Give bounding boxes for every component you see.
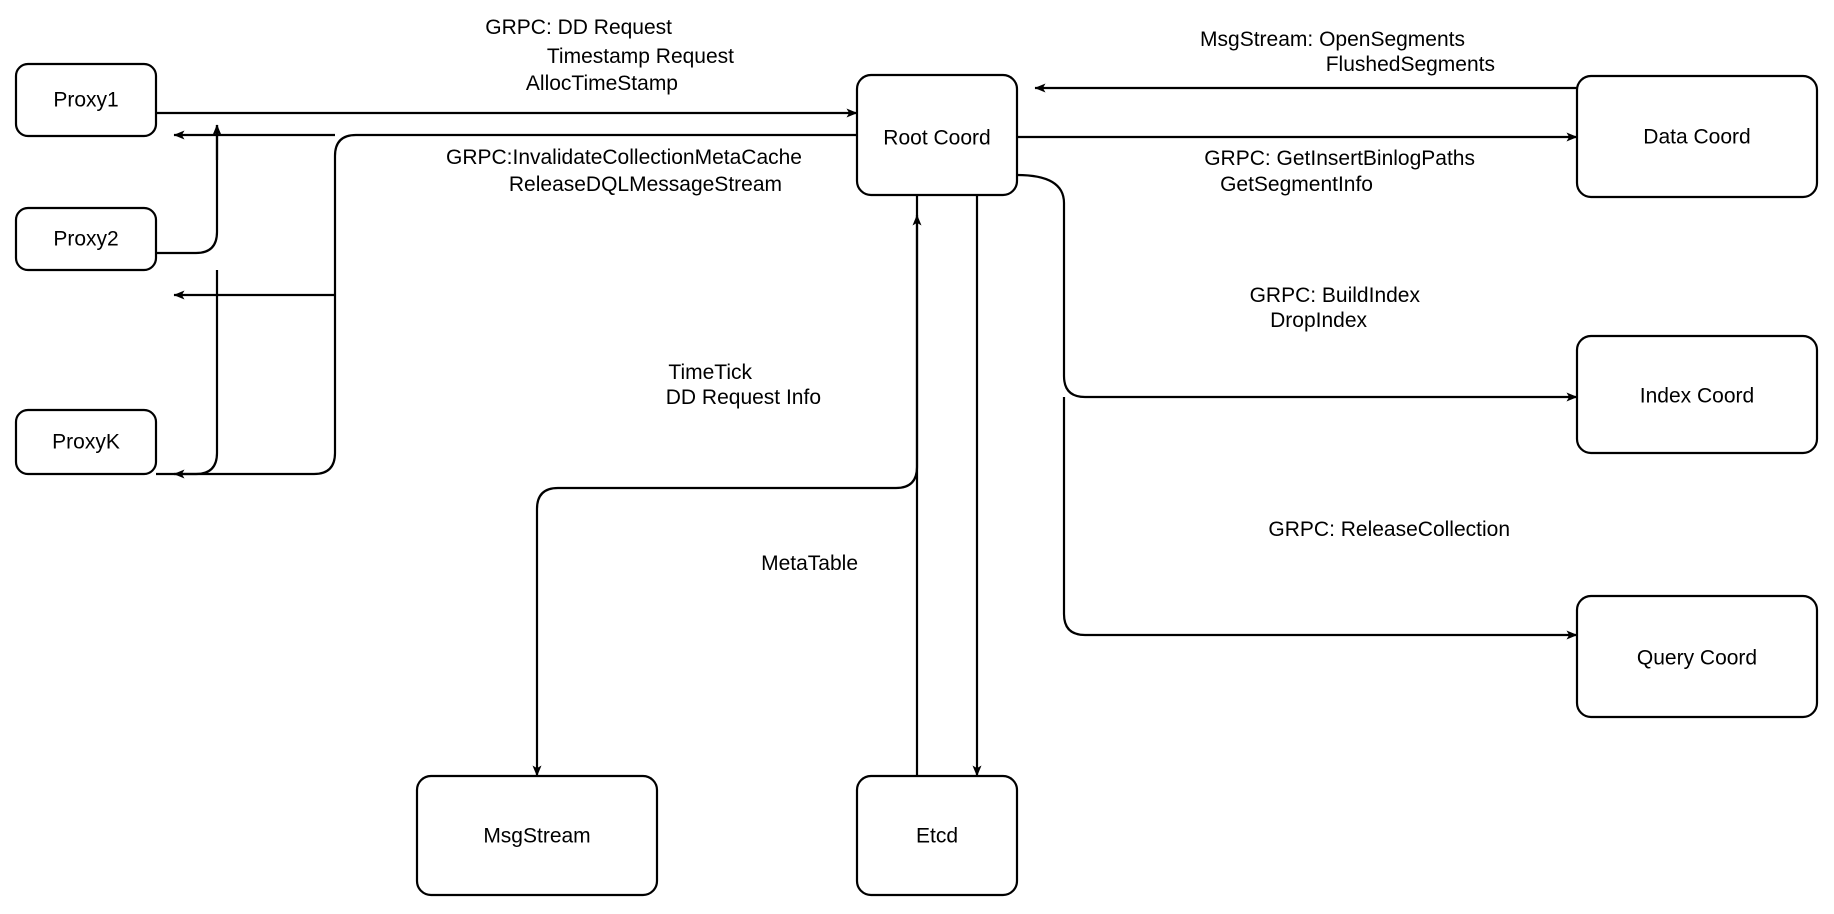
edge-label-line: DD Request Info <box>666 386 821 409</box>
edge-label-line: ReleaseDQLMessageStream <box>509 173 782 196</box>
edge-label-proxy-to-rootcoord: GRPC: DD Request Timestamp Request Alloc… <box>485 16 734 95</box>
edge-label-line: GRPC: DD Request <box>485 16 672 39</box>
nodes-layer: Proxy1 Proxy2 ProxyK Root Coord Data Coo… <box>14 62 1819 897</box>
edge-label-line: GRPC: ReleaseCollection <box>1268 518 1510 541</box>
edge-label-rootcoord-to-datacoord: GRPC: GetInsertBinlogPaths GetSegmentInf… <box>1204 147 1475 196</box>
node-indexcoord[interactable]: Index Coord <box>1575 334 1819 455</box>
edge-label-line: GRPC:InvalidateCollectionMetaCache <box>446 146 802 169</box>
edge-label-datacoord-to-rootcoord: MsgStream: OpenSegments FlushedSegments <box>1200 28 1495 76</box>
node-indexcoord-label: Index Coord <box>1640 385 1754 408</box>
node-rootcoord-box[interactable] <box>855 73 1019 197</box>
node-rootcoord-label: Root Coord <box>883 127 990 150</box>
node-datacoord[interactable]: Data Coord <box>1575 74 1819 199</box>
edge-label-rootcoord-to-indexcoord: GRPC: BuildIndex DropIndex <box>1250 284 1421 332</box>
node-querycoord-label: Query Coord <box>1637 647 1757 670</box>
edge-rootcoord-to-querycoord <box>1062 397 1578 640</box>
node-msgstream-label: MsgStream <box>483 825 590 848</box>
edge-label-rootcoord-to-proxies: GRPC:InvalidateCollectionMetaCache Relea… <box>446 146 802 196</box>
edge-label-rootcoord-to-msgstream: TimeTick DD Request Info <box>666 361 821 409</box>
edge-label-rootcoord-to-querycoord: GRPC: ReleaseCollection <box>1268 518 1510 541</box>
edge-label-line: GRPC: GetInsertBinlogPaths <box>1204 147 1475 170</box>
edge-label-rootcoord-to-etcd: MetaTable <box>761 552 858 575</box>
node-indexcoord-box[interactable] <box>1575 334 1819 455</box>
node-querycoord[interactable]: Query Coord <box>1575 594 1819 719</box>
edge-label-line: FlushedSegments <box>1326 53 1495 76</box>
edge-proxy2-riser <box>156 124 222 255</box>
node-etcd-box[interactable] <box>855 774 1019 897</box>
edge-label-line: MsgStream: OpenSegments <box>1200 28 1465 51</box>
node-proxy1-box[interactable] <box>14 62 158 138</box>
edge-rootcoord-to-msgstream <box>532 195 919 777</box>
edge-proxyk-riser <box>156 270 219 476</box>
node-proxyk[interactable]: ProxyK <box>14 408 158 476</box>
edge-label-line: GetSegmentInfo <box>1220 173 1373 196</box>
node-proxy1-label: Proxy1 <box>53 89 118 112</box>
node-proxy2-box[interactable] <box>14 206 158 272</box>
edge-label-line: GRPC: BuildIndex <box>1250 284 1421 307</box>
node-rootcoord[interactable]: Root Coord <box>855 73 1019 197</box>
edge-label-line: AllocTimeStamp <box>526 72 678 95</box>
edge-label-line: TimeTick <box>668 361 752 384</box>
node-etcd[interactable]: Etcd <box>855 774 1019 897</box>
node-querycoord-box[interactable] <box>1575 594 1819 719</box>
node-proxy2-label: Proxy2 <box>53 228 118 251</box>
node-proxyk-box[interactable] <box>14 408 158 476</box>
node-msgstream-box[interactable] <box>415 774 659 897</box>
edge-label-line: MetaTable <box>761 552 858 575</box>
node-datacoord-box[interactable] <box>1575 74 1819 199</box>
edge-rootcoord-to-indexcoord <box>1016 173 1578 402</box>
edge-labels-layer: GRPC: DD Request Timestamp Request Alloc… <box>446 16 1510 575</box>
edge-label-line: Timestamp Request <box>547 45 734 68</box>
edge-label-line: DropIndex <box>1270 309 1367 332</box>
node-datacoord-label: Data Coord <box>1643 126 1750 149</box>
edges-layer <box>156 83 1578 777</box>
edge-rootcoord-return-trunk <box>173 133 857 479</box>
node-proxyk-label: ProxyK <box>52 431 120 454</box>
node-proxy1[interactable]: Proxy1 <box>14 62 158 138</box>
node-msgstream[interactable]: MsgStream <box>415 774 659 897</box>
node-proxy2[interactable]: Proxy2 <box>14 206 158 272</box>
node-etcd-label: Etcd <box>916 825 958 848</box>
